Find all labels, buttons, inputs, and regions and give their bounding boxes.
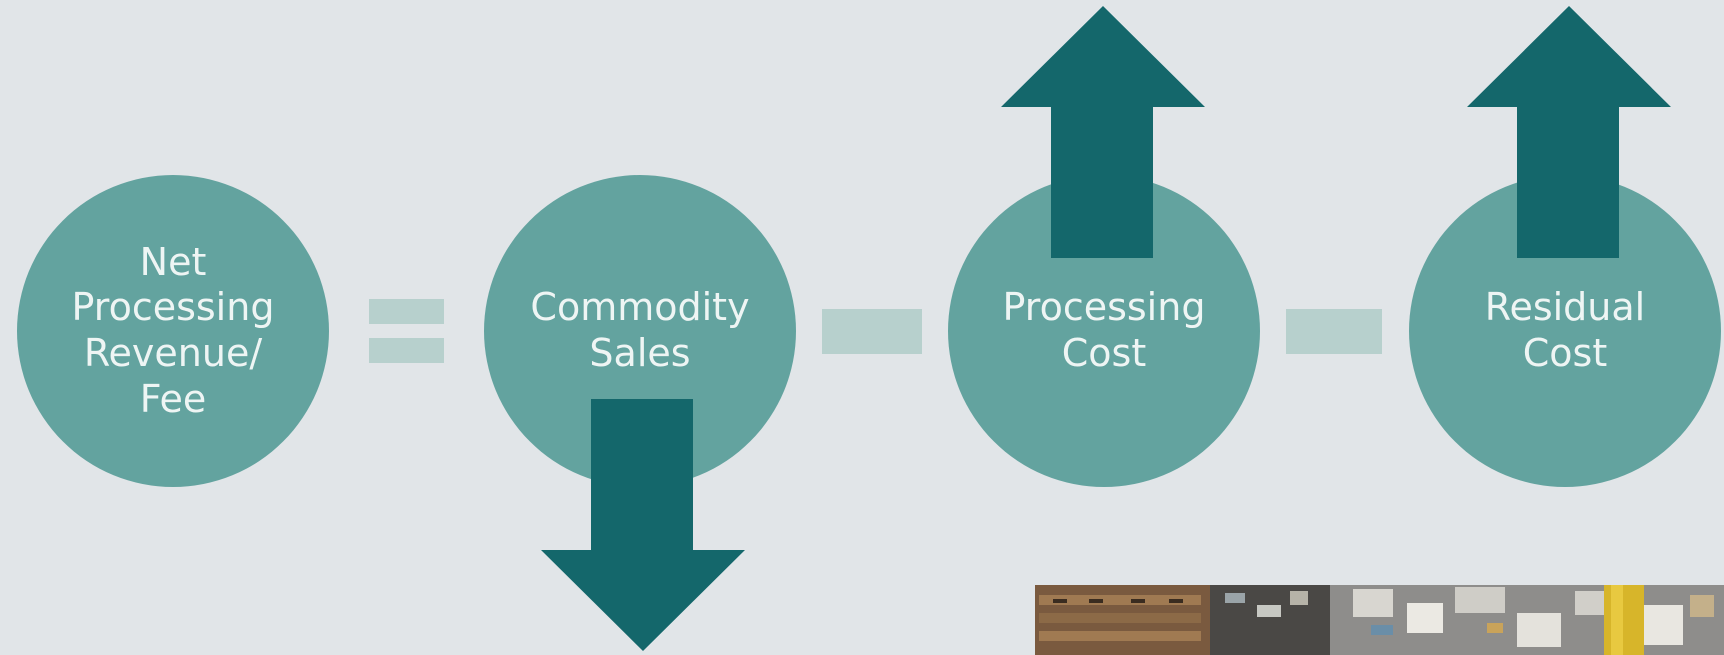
term-label: Commodity Sales xyxy=(530,285,750,375)
recycling-facility-photo xyxy=(1035,585,1724,655)
minus-sign-icon xyxy=(822,309,922,354)
arrow-down-icon xyxy=(541,399,745,651)
term-circle-residual-cost: Residual Cost xyxy=(1409,175,1721,487)
recycling-photo-image xyxy=(1035,585,1724,655)
equals-bar-top xyxy=(369,299,444,324)
arrow-up-icon xyxy=(1001,6,1205,258)
equals-sign-icon xyxy=(369,299,444,363)
minus-bar xyxy=(822,309,922,354)
arrow-up-icon xyxy=(1467,6,1671,258)
term-label: Processing Cost xyxy=(1002,285,1206,375)
term-circle-net-processing-revenue: Net Processing Revenue/ Fee xyxy=(17,175,329,487)
equals-bar-bottom xyxy=(369,338,444,363)
term-label: Residual Cost xyxy=(1484,285,1646,375)
minus-bar xyxy=(1286,309,1382,354)
term-label: Net Processing Revenue/ Fee xyxy=(71,239,275,421)
minus-sign-icon xyxy=(1286,309,1382,354)
